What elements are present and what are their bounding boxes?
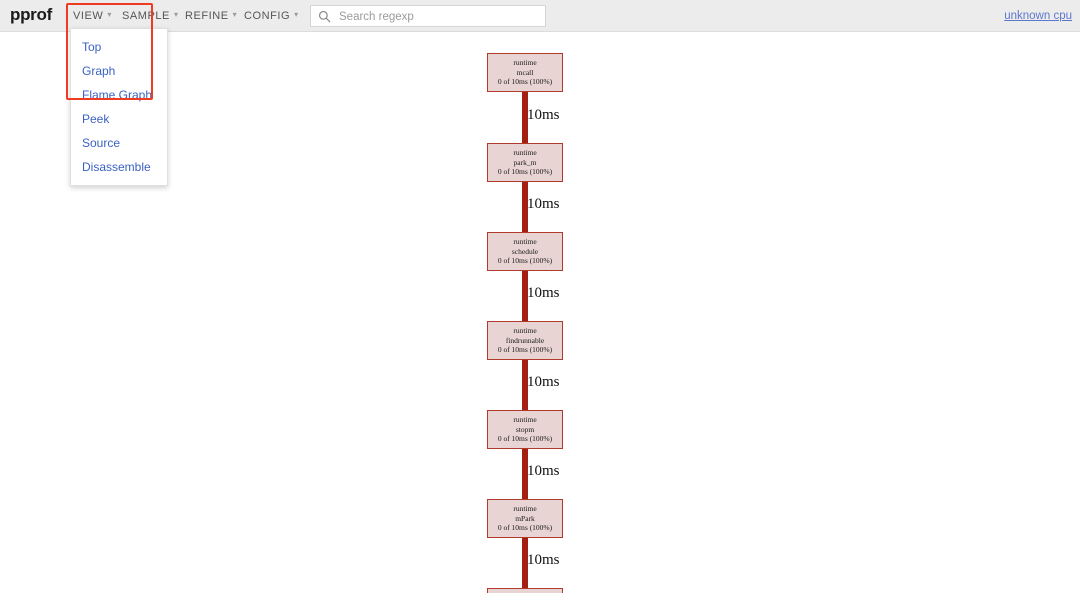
node-function: findrunnable bbox=[505, 335, 545, 345]
menu-item-flame-graph[interactable]: Flame Graph bbox=[82, 88, 153, 102]
node-function: park_m bbox=[513, 157, 537, 167]
menu-item-graph[interactable]: Graph bbox=[82, 64, 116, 78]
graph-edge bbox=[522, 271, 528, 324]
graph-edge bbox=[522, 538, 528, 591]
menu-button-view[interactable]: VIEW▾ bbox=[73, 9, 112, 23]
node-function: mPark bbox=[515, 513, 535, 523]
unknown-cpu-link[interactable]: unknown cpu bbox=[1004, 10, 1072, 22]
call-graph-canvas: runtime mcall 0 of 10ms (100%) 10ms runt… bbox=[0, 33, 1080, 593]
graph-edge bbox=[522, 92, 528, 145]
node-package: runtime bbox=[513, 326, 537, 335]
graph-node[interactable]: runtime schedule 0 of 10ms (100%) bbox=[487, 232, 563, 271]
menu-button-refine-label: REFINE bbox=[185, 10, 229, 22]
graph-node[interactable]: runtime mcall 0 of 10ms (100%) bbox=[487, 53, 563, 92]
node-function: schedule bbox=[511, 246, 539, 256]
pprof-logo: pprof bbox=[10, 5, 52, 24]
graph-edge-label: 10ms bbox=[527, 463, 560, 479]
chevron-down-icon: ▾ bbox=[173, 10, 179, 20]
node-stats: 0 of 10ms (100%) bbox=[497, 434, 553, 443]
menu-item-peek[interactable]: Peek bbox=[82, 112, 110, 126]
graph-node[interactable] bbox=[487, 588, 563, 593]
chevron-down-icon: ▾ bbox=[294, 10, 299, 20]
search-input[interactable] bbox=[337, 6, 546, 28]
menu-item-disassemble[interactable]: Disassemble bbox=[82, 160, 151, 174]
search-box[interactable] bbox=[310, 5, 546, 28]
menu-button-config-label: CONFIG bbox=[244, 10, 291, 22]
graph-edge-label: 10ms bbox=[527, 374, 560, 390]
menu-button-refine[interactable]: REFINE▾ bbox=[185, 9, 237, 23]
node-function: stopm bbox=[515, 424, 535, 434]
graph-node[interactable]: runtime park_m 0 of 10ms (100%) bbox=[487, 143, 563, 182]
menu-button-sample-label: SAMPLE bbox=[122, 10, 170, 22]
node-stats: 0 of 10ms (100%) bbox=[497, 256, 553, 265]
node-package: runtime bbox=[513, 58, 537, 67]
graph-edge bbox=[522, 360, 528, 413]
menu-button-config[interactable]: CONFIG▾ bbox=[244, 9, 299, 23]
node-stats: 0 of 10ms (100%) bbox=[497, 77, 553, 86]
graph-node[interactable]: runtime mPark 0 of 10ms (100%) bbox=[487, 499, 563, 538]
chevron-down-icon: ▾ bbox=[232, 10, 238, 20]
menu-button-sample[interactable]: SAMPLE▾ bbox=[122, 9, 179, 23]
menu-button-view-label: VIEW bbox=[73, 10, 104, 22]
menu-item-top[interactable]: Top bbox=[82, 40, 102, 54]
chevron-down-icon: ▾ bbox=[107, 10, 112, 20]
graph-edge bbox=[522, 449, 528, 502]
top-toolbar: pprof VIEW▾ SAMPLE▾ REFINE▾ CONFIG▾ unkn… bbox=[0, 0, 1080, 32]
node-package: runtime bbox=[513, 148, 537, 157]
menu-item-source[interactable]: Source bbox=[82, 136, 121, 150]
graph-edge-label: 10ms bbox=[527, 196, 560, 212]
graph-edge-label: 10ms bbox=[527, 552, 560, 568]
graph-edge-label: 10ms bbox=[527, 107, 560, 123]
node-stats: 0 of 10ms (100%) bbox=[497, 523, 553, 532]
node-stats: 0 of 10ms (100%) bbox=[497, 345, 553, 354]
graph-edge-label: 10ms bbox=[527, 285, 560, 301]
graph-node[interactable]: runtime findrunnable 0 of 10ms (100%) bbox=[487, 321, 563, 360]
search-icon bbox=[318, 10, 331, 23]
node-package: runtime bbox=[513, 415, 537, 424]
node-function: mcall bbox=[516, 67, 534, 77]
node-package: runtime bbox=[513, 504, 537, 513]
node-stats: 0 of 10ms (100%) bbox=[497, 167, 553, 176]
graph-node[interactable]: runtime stopm 0 of 10ms (100%) bbox=[487, 410, 563, 449]
graph-edge bbox=[522, 182, 528, 235]
node-package: runtime bbox=[513, 237, 537, 246]
view-dropdown-menu[interactable]: Top Graph Flame Graph Peek Source Disass… bbox=[70, 28, 168, 186]
